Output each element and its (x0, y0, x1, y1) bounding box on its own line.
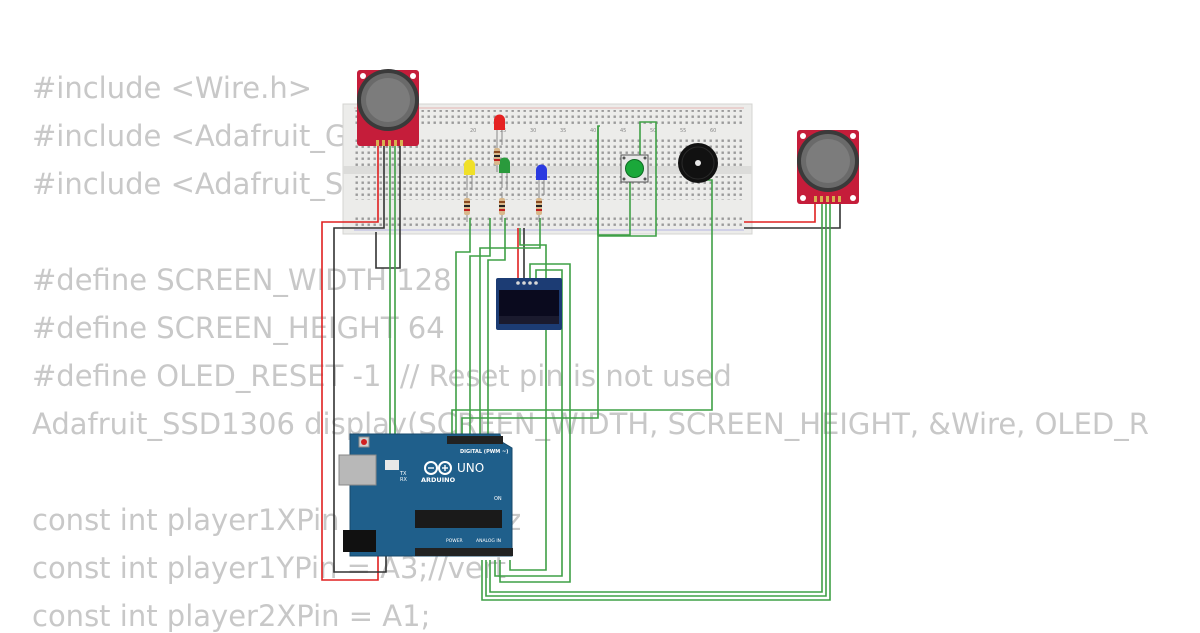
breadboard-bottom-rail (354, 214, 744, 228)
pin (382, 140, 385, 146)
arduino-logo (424, 461, 452, 475)
breadboard-top-rail (354, 110, 744, 124)
breadboard-bottom-strip (354, 176, 744, 200)
led-green-body (499, 157, 510, 173)
code-line: #include <Wire.h> (32, 71, 313, 105)
joystick-1-knob-top (366, 78, 410, 122)
led-yellow-body (464, 159, 475, 175)
wire-green-analog-a (509, 228, 547, 571)
buzzer (678, 143, 718, 183)
arduino-brand: ARDUINO (421, 476, 456, 484)
analog-label: ANALOG IN (476, 538, 501, 544)
led-red-body (494, 114, 505, 130)
code-line: #define OLED_RESET -1 // Reset pin is no… (32, 359, 732, 393)
pin (534, 281, 538, 285)
pin (528, 281, 532, 285)
pin (820, 196, 823, 202)
code-line: const int player1YPin = A3;//vert (32, 551, 507, 585)
wire-green (487, 218, 506, 436)
code-line: #include <Adafruit_G (32, 119, 348, 153)
joystick-2-knob-top (806, 139, 850, 183)
column-label: 55 (680, 128, 686, 134)
column-label: 20 (470, 128, 476, 134)
resistor (499, 192, 505, 222)
column-label: 30 (530, 128, 536, 134)
power-label: POWER (446, 538, 463, 544)
oled-display (496, 278, 562, 330)
wire-black-joystick2 (744, 202, 841, 229)
reset-button[interactable] (361, 439, 367, 445)
led-green[interactable] (499, 157, 510, 189)
led-yellow[interactable] (464, 159, 475, 191)
code-line: #define SCREEN_HEIGHT 64 (32, 311, 445, 345)
joystick-2[interactable] (797, 130, 859, 204)
pin (826, 196, 829, 202)
wire-red-power (321, 145, 379, 581)
column-label: 60 (710, 128, 716, 134)
push-button[interactable] (620, 154, 649, 183)
push-button-cap[interactable] (625, 159, 644, 178)
mount-hole (850, 133, 856, 139)
analog-header (415, 548, 513, 556)
rx-label: RX (400, 477, 407, 483)
wire-green-joystick2-sw (485, 202, 827, 597)
mount-hole (800, 133, 806, 139)
wire-black-ground (333, 145, 387, 573)
tx-label: TX (399, 471, 407, 477)
code-line: #include <Adafruit_S (32, 167, 344, 201)
code-line: #define SCREEN_WIDTH 128 (32, 263, 452, 297)
mount-hole (800, 195, 806, 201)
pin (838, 196, 841, 202)
on-label: ON (494, 496, 502, 502)
wire-green (479, 218, 541, 436)
pin (814, 196, 817, 202)
pin (376, 140, 379, 146)
led-red[interactable] (494, 114, 505, 146)
resistor (494, 145, 500, 172)
crystal (385, 460, 399, 470)
arduino-uno: DIGITAL (PWM ~) TX RX ON UNO ARDUINO POW… (338, 433, 513, 557)
mount-hole (360, 73, 366, 79)
wire-green-joystick2-x (489, 202, 823, 593)
mount-hole (410, 73, 416, 79)
power-jack (343, 530, 376, 552)
mount-hole (850, 195, 856, 201)
code-line: const int player2XPin = A1; (32, 599, 431, 633)
pin (388, 140, 391, 146)
resistor (536, 195, 542, 222)
pin (832, 196, 835, 202)
digital-header (447, 436, 503, 444)
pin (516, 281, 520, 285)
wire-green-oled-sda (499, 263, 571, 583)
wire-green-button2 (598, 121, 657, 237)
usb-port (338, 454, 377, 486)
resistor (464, 192, 470, 222)
column-label: 45 (620, 128, 626, 134)
wire-black-joystick1 (375, 145, 401, 269)
atmega-chip (415, 510, 502, 528)
pin (522, 281, 526, 285)
breadboard-center-channel (343, 166, 752, 174)
resistors (464, 145, 542, 222)
joystick-1[interactable] (357, 69, 419, 146)
wire-red-joystick2 (744, 202, 816, 223)
led-blue[interactable] (536, 164, 547, 196)
column-label: 35 (560, 128, 566, 134)
column-label: 50 (650, 128, 656, 134)
column-label: 25 (500, 128, 506, 134)
led-blue-body (536, 164, 547, 180)
digital-label: DIGITAL (PWM ~) (460, 449, 508, 455)
column-label: 40 (590, 128, 596, 134)
wire-green-joystick2-y (481, 202, 831, 601)
wire-green-oled-scl (494, 269, 563, 577)
pin (400, 140, 403, 146)
wire-green-button (461, 126, 599, 436)
arduino-model: UNO (457, 461, 484, 475)
wire-green (455, 218, 471, 441)
pin (394, 140, 397, 146)
